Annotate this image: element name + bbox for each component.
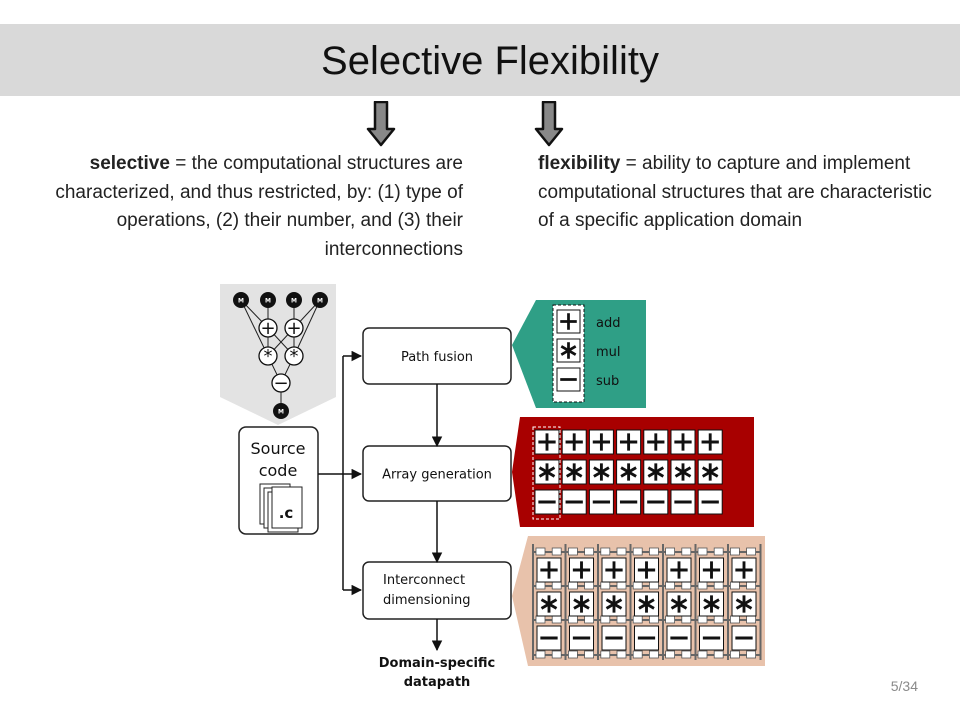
minus-op-icon xyxy=(569,625,594,651)
memory-node xyxy=(233,292,249,308)
mul-op-icon xyxy=(643,459,669,485)
step-label: Path fusion xyxy=(401,350,473,365)
interconnect-grid xyxy=(532,544,762,660)
plus-op-icon xyxy=(699,557,724,583)
minus-op-icon xyxy=(536,625,562,651)
mul-op-icon xyxy=(569,591,594,617)
mul-op-icon xyxy=(588,459,614,485)
op-node xyxy=(258,346,278,366)
plus-op-icon xyxy=(536,557,562,583)
op-array xyxy=(532,426,723,520)
plus-op-icon xyxy=(643,429,669,455)
memory-node xyxy=(260,292,276,308)
flexibility-definition: flexibility = ability to capture and imp… xyxy=(538,150,933,236)
minus-op-icon xyxy=(616,489,642,515)
op-node-symbol: − xyxy=(273,373,288,394)
array-first-column-frame xyxy=(532,426,561,520)
plus-op-icon xyxy=(601,557,627,583)
minus-op-icon xyxy=(634,625,659,651)
mul-op-icon xyxy=(731,591,757,617)
plus-op-icon xyxy=(588,429,614,455)
source-branch-lines xyxy=(318,350,363,596)
flexibility-term: flexibility xyxy=(538,153,621,174)
plus-op-icon xyxy=(556,309,581,334)
step-label: dimensioning xyxy=(383,593,470,608)
source-label-line2: code xyxy=(259,461,298,480)
output-label-line2: datapath xyxy=(404,675,471,690)
memory-node xyxy=(286,292,302,308)
mul-op-icon xyxy=(699,591,724,617)
op-node-symbol: * xyxy=(290,346,299,367)
memory-node-label: M xyxy=(291,298,297,305)
down-arrow-icon-left xyxy=(366,101,396,147)
op-node xyxy=(271,373,291,393)
op-node xyxy=(284,318,304,338)
minus-op-icon xyxy=(588,489,614,515)
mul-op-icon xyxy=(536,591,562,617)
plus-op-icon xyxy=(634,557,659,583)
plus-op-icon xyxy=(697,429,723,455)
selective-definition: selective = the computational structures… xyxy=(30,150,463,264)
mul-op-icon xyxy=(616,459,642,485)
legend-label: add xyxy=(596,316,620,331)
down-arrow-icon-right xyxy=(534,101,564,147)
mul-op-icon xyxy=(666,591,692,617)
mul-op-icon xyxy=(561,459,587,485)
mul-op-icon xyxy=(670,459,696,485)
minus-op-icon xyxy=(561,489,587,515)
step-box xyxy=(362,561,512,620)
minus-op-icon xyxy=(643,489,669,515)
op-node-symbol: * xyxy=(264,346,273,367)
minus-op-icon xyxy=(670,489,696,515)
plus-op-icon xyxy=(731,557,757,583)
flexibility-text: = ability to capture and implement compu… xyxy=(538,153,932,231)
op-node-symbol: + xyxy=(260,318,275,339)
minus-op-icon xyxy=(699,625,724,651)
file-label: .c xyxy=(279,504,294,522)
legend-label: sub xyxy=(596,374,619,389)
memory-node xyxy=(312,292,328,308)
minus-op-icon xyxy=(697,489,723,515)
memory-node-label: M xyxy=(238,298,244,305)
mul-op-icon xyxy=(601,591,627,617)
minus-op-icon xyxy=(666,625,692,651)
dfg-panel xyxy=(220,284,336,425)
minus-op-icon xyxy=(556,367,581,392)
op-node xyxy=(284,346,304,366)
op-legend: add mul sub xyxy=(552,304,621,403)
memory-node-label: M xyxy=(278,409,284,416)
memory-node xyxy=(273,403,289,419)
plus-op-icon xyxy=(666,557,692,583)
minus-op-icon xyxy=(534,489,560,515)
memory-node-label: M xyxy=(317,298,323,305)
selective-text: = the computational structures are chara… xyxy=(55,153,463,260)
output-label-line1: Domain-specific xyxy=(379,656,496,671)
page-number: 5/34 xyxy=(890,678,918,694)
step-label: Interconnect xyxy=(383,573,465,588)
op-node-symbol: + xyxy=(286,318,301,339)
memory-node-label: M xyxy=(265,298,271,305)
step-label: Array generation xyxy=(382,468,492,483)
plus-op-icon xyxy=(670,429,696,455)
plus-op-icon xyxy=(569,557,594,583)
minus-op-icon xyxy=(731,625,757,651)
slide-title: Selective Flexibility xyxy=(321,39,659,83)
op-node xyxy=(258,318,278,338)
minus-op-icon xyxy=(601,625,627,651)
mul-op-icon xyxy=(697,459,723,485)
dfg-nodes: M M M M M + + * *− xyxy=(233,292,328,419)
mul-op-icon xyxy=(534,459,560,485)
plus-op-icon xyxy=(534,429,560,455)
source-label-line1: Source xyxy=(251,439,306,458)
file-stack-icon xyxy=(259,483,303,533)
selective-term: selective xyxy=(89,153,170,174)
title-bar xyxy=(0,24,960,96)
mul-op-icon xyxy=(634,591,659,617)
plus-op-icon xyxy=(616,429,642,455)
plus-op-icon xyxy=(561,429,587,455)
mul-op-icon xyxy=(556,338,581,363)
legend-label: mul xyxy=(596,345,621,360)
